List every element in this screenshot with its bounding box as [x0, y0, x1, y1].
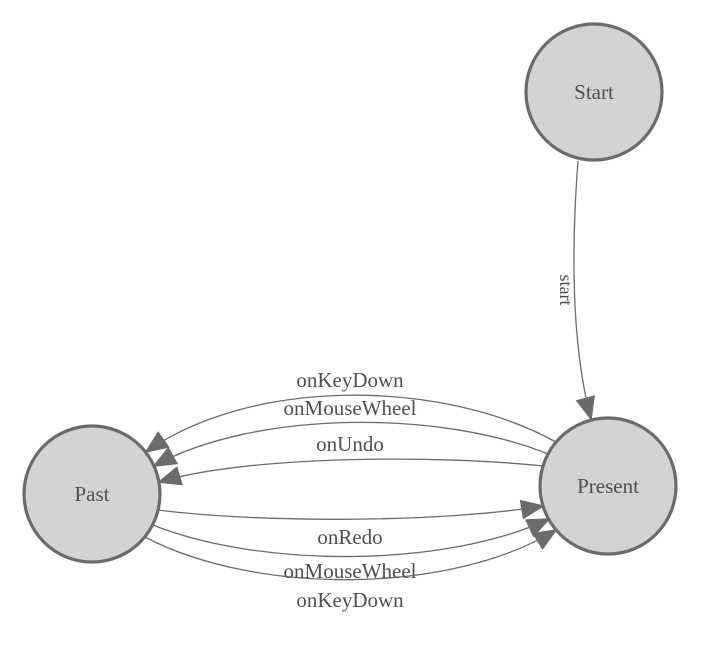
node-start-circle[interactable] [524, 22, 664, 162]
edge-label-onmousewheel-bottom: onMouseWheel [284, 559, 417, 583]
edge-label-onkeydown-bottom: onKeyDown [296, 588, 404, 612]
edge-present-to-past-onkeydown [144, 394, 557, 454]
node-start-label: Start [574, 80, 614, 104]
node-present-circle[interactable] [538, 416, 678, 556]
node-start[interactable]: Start [524, 22, 664, 162]
edge-group [144, 160, 596, 581]
edge-past-to-present-onredo [157, 499, 545, 520]
edge-label-start: start [556, 275, 576, 306]
edge-past-to-present-onkeydown [144, 528, 558, 581]
edge-label-onkeydown-top: onKeyDown [296, 368, 404, 392]
edge-label-onredo: onRedo [317, 525, 382, 549]
node-past-label: Past [74, 482, 109, 506]
edge-past-to-present-onmousewheel [152, 518, 551, 558]
edge-label-onmousewheel-top: onMouseWheel [284, 396, 417, 420]
edge-present-to-past-onundo [157, 458, 544, 486]
node-present-label: Present [577, 474, 639, 498]
node-present[interactable]: Present [538, 416, 678, 556]
edge-start-to-present [573, 160, 596, 421]
node-past[interactable]: Past [22, 424, 162, 564]
edge-label-group: start onKeyDown onMouseWheel onUndo onRe… [284, 275, 576, 613]
edge-present-to-past-onmousewheel [152, 421, 549, 467]
edge-label-onundo: onUndo [316, 432, 384, 456]
node-past-circle[interactable] [22, 424, 162, 564]
